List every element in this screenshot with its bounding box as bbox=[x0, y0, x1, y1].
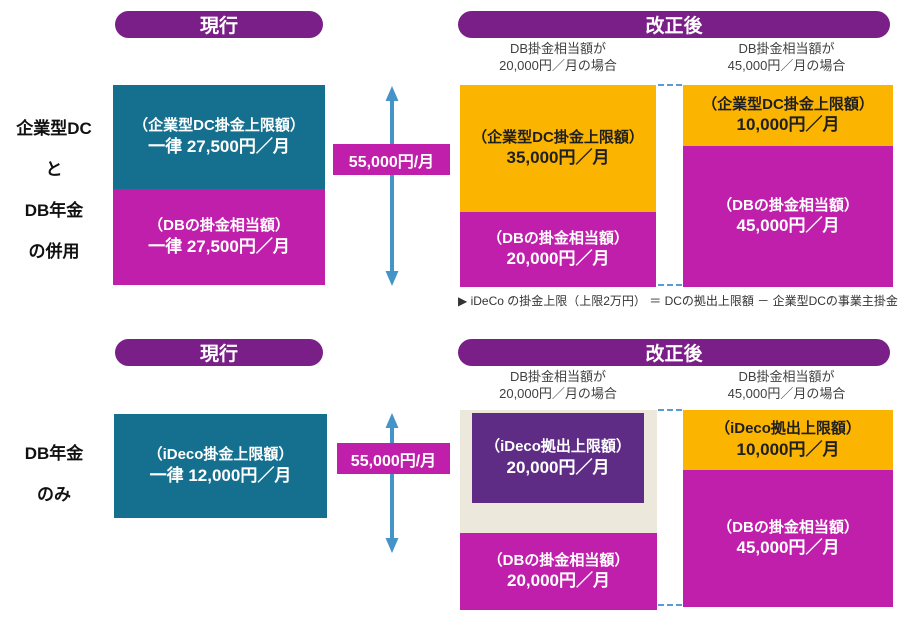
caption-line: 20,000円／月の場合 bbox=[499, 58, 617, 73]
dashed-connector bbox=[658, 604, 682, 606]
db-equivalent-case1-segment: （DBの掛金相当額） 20,000円／月 bbox=[460, 533, 657, 610]
caption-line: DB掛金相当額が bbox=[738, 41, 835, 56]
revised-case2-stack-combined: （企業型DC掛金上限額） 10,000円／月 （DBの掛金相当額） 45,000… bbox=[683, 85, 893, 287]
caption-line: 45,000円／月の場合 bbox=[727, 386, 846, 401]
segment-title: （企業型DC掛金上限額） bbox=[472, 128, 644, 146]
dashed-connector bbox=[658, 84, 682, 86]
segment-value: 20,000円／月 bbox=[506, 249, 610, 269]
row-label-line: DB年金 bbox=[24, 444, 84, 463]
revised-header-pill-dbonly: 改正後 bbox=[458, 339, 890, 366]
segment-value: 20,000円／月 bbox=[506, 457, 610, 477]
caption-line: 45,000円／月の場合 bbox=[727, 58, 846, 73]
ideco-limit-current-segment: （iDeco掛金上限額） 一律 12,000円／月 bbox=[114, 414, 327, 518]
dashed-connector bbox=[658, 409, 682, 411]
current-stack-combined: （企業型DC掛金上限額） 一律 27,500円／月 （DBの掛金相当額） 一律 … bbox=[113, 85, 325, 285]
row-label-dbonly: DB年金 のみ bbox=[0, 444, 108, 504]
row-label-combined: 企業型DC と DB年金 の併用 bbox=[0, 119, 108, 261]
total-range-arrow-combined bbox=[385, 86, 399, 286]
revised-header-pill-combined: 改正後 bbox=[458, 11, 890, 38]
current-header-pill-combined: 現行 bbox=[115, 11, 323, 38]
segment-title: （iDeco掛金上限額） bbox=[147, 446, 294, 464]
caption-line: DB掛金相当額が bbox=[738, 369, 835, 384]
revised-case1-stack-combined: （企業型DC掛金上限額） 35,000円／月 （DBの掛金相当額） 20,000… bbox=[460, 85, 656, 287]
ideco-limit-case1-segment: （iDeco拠出上限額） 20,000円／月 bbox=[472, 413, 644, 503]
segment-value: 一律 12,000円／月 bbox=[149, 465, 292, 485]
case2-caption-dbonly: DB掛金相当額が 45,000円／月の場合 bbox=[680, 368, 893, 402]
total-limit-label-dbonly: 55,000円/月 bbox=[337, 443, 450, 474]
ideco-formula-note: ▶ iDeCo の掛金上限（上限2万円） ＝ DCの拠出上限額 － 企業型DCの… bbox=[458, 294, 898, 308]
segment-title: （DBの掛金相当額） bbox=[487, 551, 630, 569]
segment-title: （iDeco拠出上限額） bbox=[715, 420, 861, 438]
segment-value: 10,000円／月 bbox=[736, 439, 840, 459]
caption-line: DB掛金相当額が bbox=[509, 41, 607, 56]
row-label-line: 企業型DC bbox=[16, 119, 92, 138]
db-equivalent-current-segment: （DBの掛金相当額） 一律 27,500円／月 bbox=[113, 189, 325, 285]
caption-line: 20,000円／月の場合 bbox=[499, 386, 617, 401]
row-label-line: DB年金 bbox=[24, 201, 84, 220]
segment-value: 45,000円／月 bbox=[736, 216, 840, 236]
segment-title: （企業型DC掛金上限額） bbox=[133, 117, 305, 135]
segment-value: 35,000円／月 bbox=[506, 148, 610, 168]
segment-title: （DBの掛金相当額） bbox=[717, 196, 859, 214]
dc-limit-current-segment: （企業型DC掛金上限額） 一律 27,500円／月 bbox=[113, 85, 325, 189]
revised-case2-stack-dbonly: （iDeco拠出上限額） 10,000円／月 （DBの掛金相当額） 45,000… bbox=[683, 410, 893, 607]
case2-caption-combined: DB掛金相当額が 45,000円／月の場合 bbox=[680, 40, 893, 74]
dc-limit-case1-segment: （企業型DC掛金上限額） 35,000円／月 bbox=[460, 85, 656, 212]
segment-title: （DBの掛金相当額） bbox=[487, 229, 629, 247]
current-header-pill-dbonly: 現行 bbox=[115, 339, 323, 366]
segment-title: （DBの掛金相当額） bbox=[717, 518, 859, 536]
row-label-line: と bbox=[45, 160, 63, 179]
segment-title: （iDeco拠出上限額） bbox=[485, 438, 631, 456]
dc-limit-case2-segment: （企業型DC掛金上限額） 10,000円／月 bbox=[683, 85, 893, 146]
total-range-arrow-dbonly bbox=[385, 413, 399, 553]
db-equivalent-case2-segment: （DBの掛金相当額） 45,000円／月 bbox=[683, 470, 893, 607]
segment-value: 一律 27,500円／月 bbox=[148, 136, 290, 156]
row-label-line: のみ bbox=[37, 485, 71, 504]
row-label-line: の併用 bbox=[28, 242, 80, 261]
segment-value: 45,000円／月 bbox=[736, 538, 840, 558]
segment-value: 20,000円／月 bbox=[507, 571, 610, 591]
total-limit-label-combined: 55,000円/月 bbox=[333, 144, 450, 175]
caption-line: DB掛金相当額が bbox=[509, 369, 607, 384]
case1-caption-combined: DB掛金相当額が 20,000円／月の場合 bbox=[460, 40, 656, 74]
segment-title: （企業型DC掛金上限額） bbox=[702, 95, 874, 113]
db-equivalent-case1-segment: （DBの掛金相当額） 20,000円／月 bbox=[460, 212, 656, 287]
segment-value: 一律 27,500円／月 bbox=[148, 236, 290, 256]
segment-value: 10,000円／月 bbox=[736, 115, 840, 135]
db-equivalent-case2-segment: （DBの掛金相当額） 45,000円／月 bbox=[683, 146, 893, 287]
case1-caption-dbonly: DB掛金相当額が 20,000円／月の場合 bbox=[460, 368, 656, 402]
segment-title: （DBの掛金相当額） bbox=[148, 217, 290, 235]
ideco-limit-case2-segment: （iDeco拠出上限額） 10,000円／月 bbox=[683, 410, 893, 470]
dashed-connector bbox=[658, 284, 682, 286]
